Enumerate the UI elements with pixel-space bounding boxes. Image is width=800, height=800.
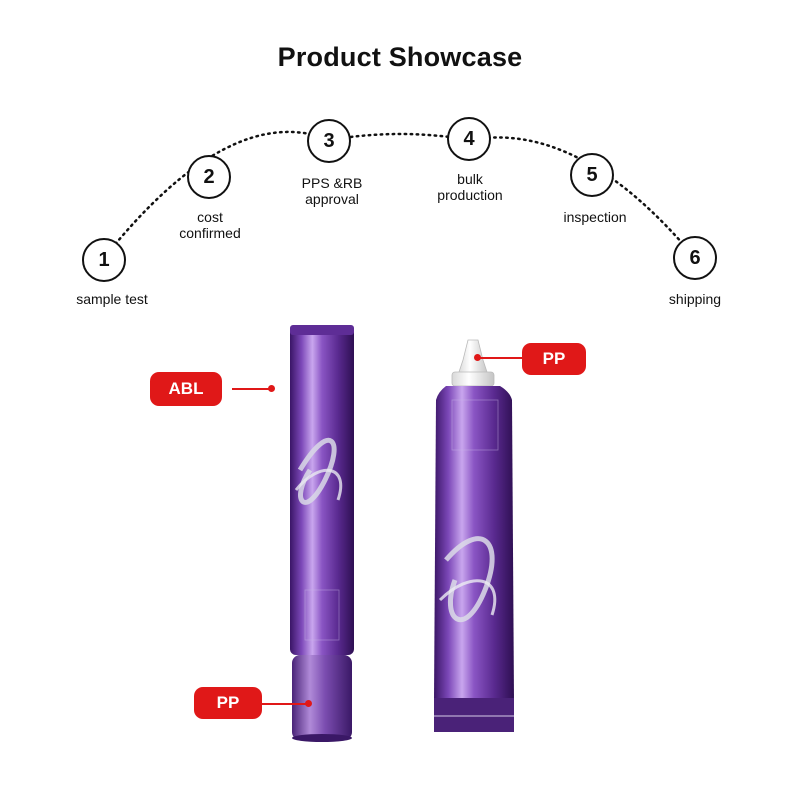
step-2-circle: 2	[187, 155, 231, 199]
pp-nozzle-leader-line	[478, 357, 522, 359]
left-tube-swirl	[297, 437, 337, 505]
right-tube-text-block	[451, 399, 499, 451]
pp-cap-leader-line	[262, 703, 308, 705]
step-4-circle: 4	[447, 117, 491, 161]
left-tube-text-block	[304, 589, 340, 641]
abl-leader-line	[232, 388, 272, 390]
abl-leader-dot	[268, 385, 275, 392]
right-tube-swirl-2	[438, 579, 497, 616]
step-3-label: PPS &RB approval	[301, 175, 363, 207]
right-tube-shoulder	[451, 371, 495, 387]
right-tube-swirl	[444, 536, 495, 623]
step-6-circle: 6	[673, 236, 717, 280]
pp-cap-leader-dot	[305, 700, 312, 707]
step-6-label: shipping	[668, 291, 722, 307]
left-tube-crimp	[290, 325, 354, 335]
step-4-label: bulk production	[437, 171, 503, 203]
right-tube-crimp	[434, 698, 514, 732]
pp-nozzle-leader-dot	[474, 354, 481, 361]
page-title: Product Showcase	[277, 42, 523, 72]
pp-cap-badge: PP	[194, 687, 262, 719]
right-tube-body	[434, 386, 514, 700]
step-1-circle: 1	[82, 238, 126, 282]
left-tube	[290, 325, 354, 742]
step-5-circle: 5	[570, 153, 614, 197]
step-2-label: cost confirmed	[179, 209, 241, 241]
left-tube-swirl-2	[294, 468, 343, 501]
right-tube	[434, 339, 514, 732]
step-5-label: inspection	[563, 209, 627, 225]
step-1-label: sample test	[76, 291, 148, 307]
abl-badge: ABL	[150, 372, 222, 406]
step-3-circle: 3	[307, 119, 351, 163]
pp-nozzle-badge: PP	[522, 343, 586, 375]
left-tube-cap-bottom	[292, 734, 352, 742]
left-tube-cap	[292, 655, 352, 740]
